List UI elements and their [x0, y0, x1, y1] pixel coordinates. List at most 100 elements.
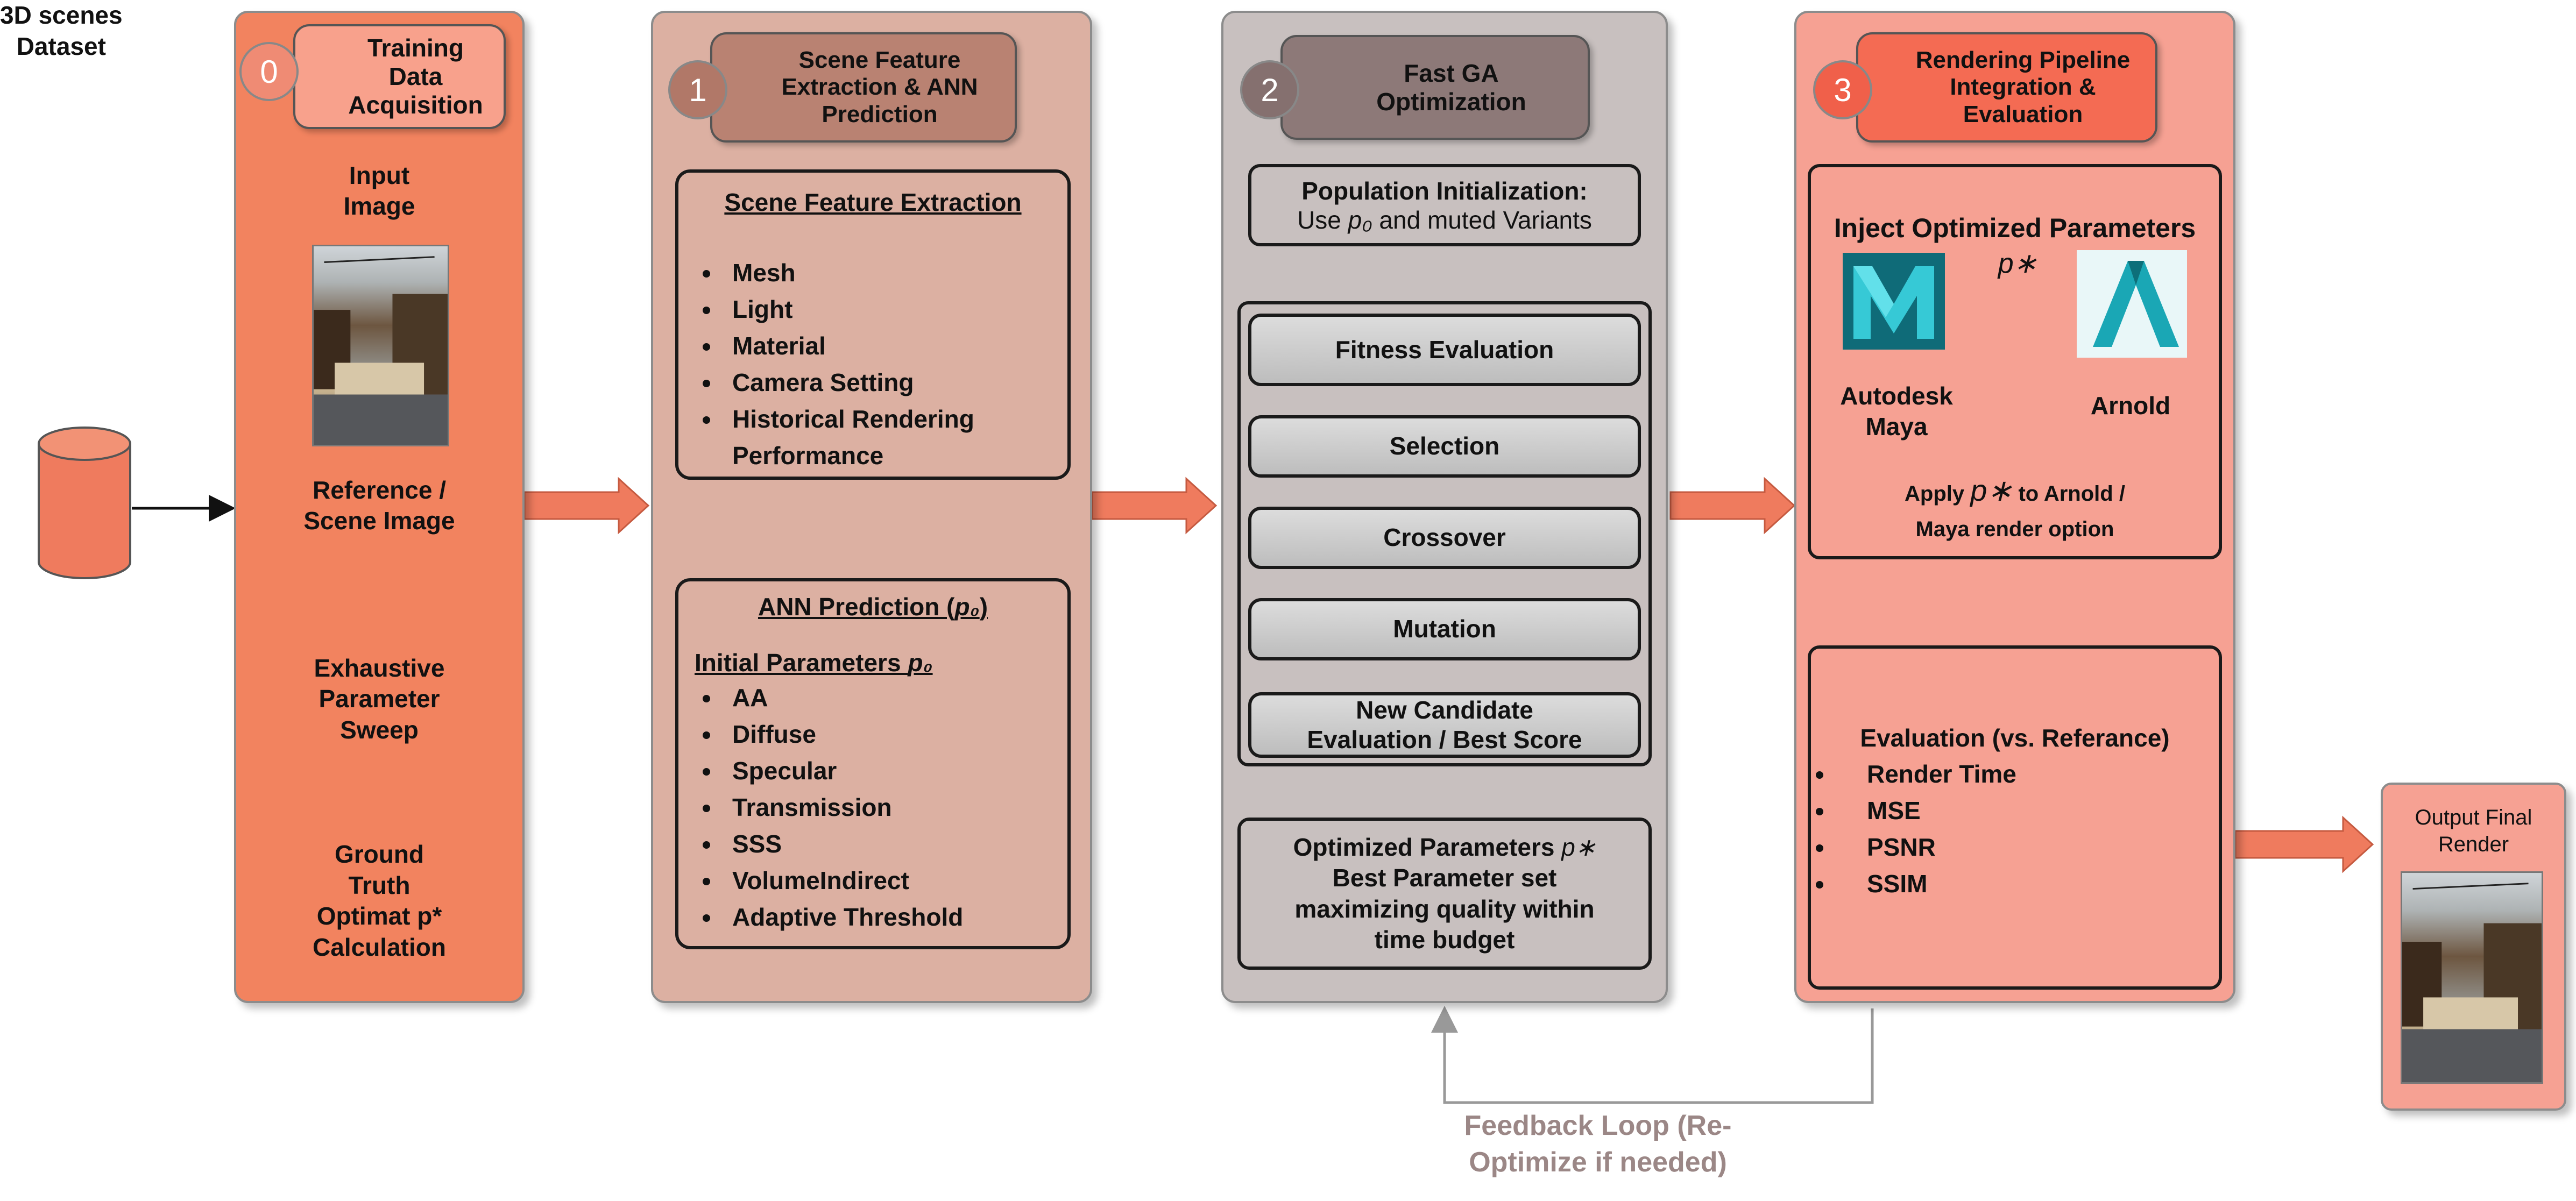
stage1-title-line2: Extraction & ANN: [781, 74, 978, 101]
ann-title: ANN Prediction (p₀): [758, 593, 988, 621]
stage0-title-line1: Training Data: [367, 34, 464, 91]
apply-a: Apply: [1905, 482, 1971, 506]
stage3-title-line2: Integration &: [1950, 74, 2096, 101]
population-init-box: Population Initialization: Use p₀ and mu…: [1248, 164, 1641, 246]
dataset-label-line2: Dataset: [16, 32, 106, 60]
param-item: VolumeIndirect: [721, 862, 1067, 899]
params-title-text: Initial Parameters: [695, 649, 908, 677]
database-icon: [38, 427, 131, 579]
params-title-var: p₀: [908, 649, 933, 677]
stage0-sweep-line1: Exhaustive: [314, 653, 445, 682]
stage1-number-badge: 1: [668, 60, 727, 119]
stage0-sweep-line3: Sweep: [340, 715, 419, 744]
reference-scene-image: [312, 245, 449, 446]
stage0-input-line2: Image: [343, 192, 415, 220]
param-item: Diffuse: [721, 716, 1067, 752]
ga-loop-container: [1237, 301, 1652, 766]
opt-line3: maximizing quality within: [1294, 894, 1595, 923]
feedback-line2: Optimize if needed): [1469, 1146, 1727, 1178]
pop-line1: Population Initialization:: [1301, 176, 1588, 205]
stage1-panel: [651, 11, 1092, 1003]
stage0-sweep-line2: Parameter: [319, 685, 440, 713]
stage0-gt-line1: Ground: [334, 840, 424, 868]
stage0-panel: [234, 11, 525, 1003]
pop-line2-a: Use: [1297, 205, 1348, 234]
stage2-number-badge: 2: [1240, 60, 1299, 119]
ann-title-end: ): [979, 593, 988, 621]
pop-line2-var: p₀: [1348, 205, 1372, 234]
fitness-evaluation-step: Fitness Evaluation: [1248, 314, 1641, 386]
stage1-number: 1: [689, 72, 707, 108]
stage0-sweep-label: Exhaustive Parameter Sweep: [288, 648, 471, 750]
feature-item: Historical Rendering Performance: [721, 401, 1067, 474]
param-item: SSS: [721, 826, 1067, 862]
feature-list: Mesh Light Material Camera Setting Histo…: [678, 254, 1067, 474]
candidate-line2: Evaluation / Best Score: [1307, 726, 1582, 754]
ann-title-text: ANN Prediction (: [758, 593, 955, 621]
stage0-input-label: Input Image: [288, 156, 471, 226]
metric-item: SSIM: [1835, 865, 2190, 902]
stage1-title-line3: Prediction: [822, 101, 938, 127]
output-line1: Output Final: [2415, 806, 2532, 829]
dataset-label: 3D scenes Dataset: [0, 0, 123, 62]
stage0-gt-line2: Truth: [348, 871, 411, 899]
inject-title: Inject Optimized Parameters: [1834, 213, 2196, 243]
stage0-number: 0: [260, 53, 278, 90]
stage3-number: 3: [1834, 72, 1852, 108]
evaluation-box: [1808, 645, 2222, 990]
stage1-title-line1: Scene Feature: [798, 46, 961, 73]
stage0-title-line2: Acquisition: [348, 90, 483, 119]
stage0-input-line1: Input: [349, 161, 410, 189]
stage0-ref-line1: Reference /: [312, 475, 446, 504]
metrics-list: Render Time MSE PSNR SSIM: [1813, 756, 2190, 902]
stage2-title-line1: Fast GA: [1404, 59, 1499, 87]
output-line2: Render: [2438, 833, 2509, 856]
stage0-gt-line3: Optimat p*: [316, 902, 442, 930]
arnold-logo-icon: [2077, 250, 2187, 358]
dataset-label-line1: 3D scenes: [0, 1, 123, 29]
stage0-gt-line4: Calculation: [313, 933, 446, 961]
arnold-text: Arnold: [2090, 392, 2171, 420]
ann-title-var: p₀: [954, 593, 980, 621]
opt-line1-var: p∗: [1561, 833, 1596, 861]
opt-line4: time budget: [1374, 926, 1515, 954]
param-item: Specular: [721, 752, 1067, 789]
crossover-step: Crossover: [1248, 507, 1641, 569]
params-title: Initial Parameters p₀: [695, 649, 933, 677]
inject-parameters-box: [1808, 164, 2222, 559]
block-arrow-2-to-3: [1669, 477, 1796, 535]
features-title: Scene Feature Extraction: [724, 188, 1022, 216]
feedback-line1: Feedback Loop (Re-: [1464, 1110, 1732, 1141]
block-arrow-3-to-output: [2234, 815, 2374, 873]
stage0-ref-line2: Scene Image: [303, 507, 455, 535]
stage2-title-line2: Optimization: [1376, 87, 1526, 116]
stage0-reference-label: Reference / Scene Image: [288, 471, 471, 541]
optimized-parameters-box: Optimized Parameters p∗ Best Parameter s…: [1237, 818, 1652, 970]
param-item: Adaptive Threshold: [721, 899, 1067, 935]
pstar-label: p∗: [1998, 248, 2037, 279]
candidate-line1: New Candidate: [1356, 695, 1533, 724]
feedback-loop-label: Feedback Loop (Re- Optimize if needed): [1410, 1108, 1786, 1181]
param-item: AA: [721, 679, 1067, 716]
stage3-number-badge: 3: [1813, 60, 1872, 119]
scene-feature-extraction-box: Scene Feature Extraction Mesh Light Mate…: [675, 169, 1071, 480]
apply-b: to Arnold /: [2012, 482, 2125, 506]
opt-line1-a: Optimized Parameters: [1293, 833, 1562, 861]
feature-item: Light: [721, 291, 1067, 328]
feedback-loop-arrow: [1431, 1006, 1874, 1104]
selection-step: Selection: [1248, 415, 1641, 478]
metric-item: PSNR: [1835, 829, 2190, 865]
apply-text: Apply p∗ to Arnold / Maya render option: [1808, 468, 2222, 545]
pop-line2-b: and muted Variants: [1372, 205, 1592, 234]
metric-item: Render Time: [1835, 756, 2190, 792]
stage0-number-badge: 0: [239, 42, 299, 101]
maya-line2: Maya: [1865, 413, 1928, 440]
metric-item: MSE: [1835, 792, 2190, 829]
apply-line2: Maya render option: [1915, 517, 2114, 541]
stage3-panel: [1794, 11, 2235, 1003]
stage3-title-line1: Rendering Pipeline: [1915, 46, 2131, 73]
